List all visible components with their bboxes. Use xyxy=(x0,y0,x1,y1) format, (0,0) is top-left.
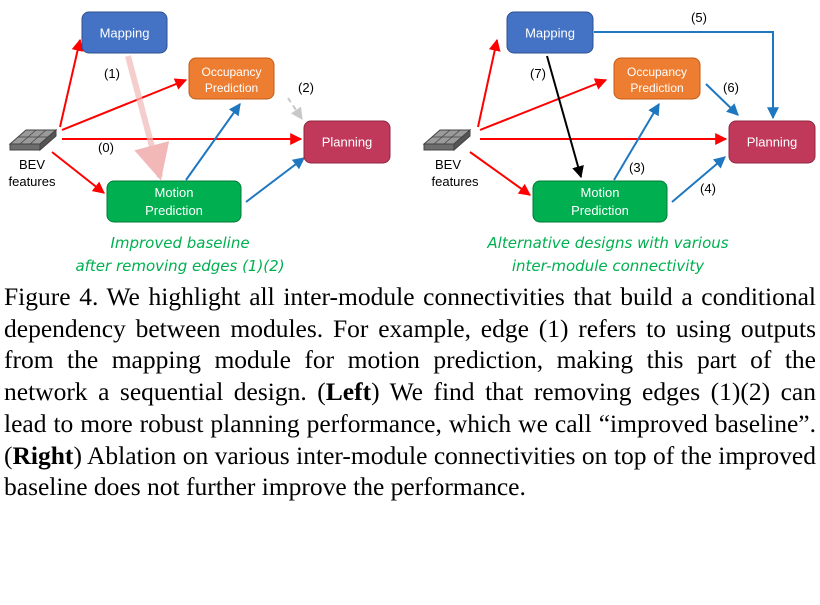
caption-right-tag: Right xyxy=(12,440,74,470)
caption-text-part1: Figure 4. We highlight all inter-module … xyxy=(4,282,816,407)
edge-2-removed xyxy=(287,97,303,120)
mapping-box: Mapping xyxy=(81,11,168,54)
edge-label-0: (0) xyxy=(98,140,114,155)
bev-label-line2: features xyxy=(9,174,56,189)
planning-label: Planning xyxy=(747,135,798,150)
occupancy-label-line1: Occupancy xyxy=(201,65,261,79)
edge-1-removed xyxy=(125,55,170,181)
bev-label-line1: BEV xyxy=(435,157,461,172)
mapping-label: Mapping xyxy=(525,26,575,41)
edge-bev-motion xyxy=(469,151,531,196)
planning-box: Planning xyxy=(303,120,391,164)
right-caption-line1: Alternative designs with various xyxy=(486,234,728,252)
edge-label-2: (2) xyxy=(298,80,314,95)
edge-5 xyxy=(594,31,779,120)
planning-label: Planning xyxy=(322,135,373,150)
edge-3 xyxy=(613,102,660,181)
edge-label-7: (7) xyxy=(530,66,546,81)
caption-text-part3: ) Ablation on various inter-module conne… xyxy=(4,440,816,502)
left-diagram: BEV features (1) (2) (0) Mapping Occupan… xyxy=(8,11,391,275)
edge-bev-occupancy xyxy=(479,78,608,131)
edge-6 xyxy=(705,83,739,116)
edge-motion-occupancy xyxy=(185,103,241,181)
motion-label-line2: Prediction xyxy=(145,203,203,218)
bev-grid-icon xyxy=(8,128,58,152)
edge-bev-mapping xyxy=(59,38,84,128)
occupancy-box: Occupancy Prediction xyxy=(188,57,275,100)
motion-label-line1: Motion xyxy=(154,185,193,200)
occupancy-box: Occupancy Prediction xyxy=(613,57,701,100)
caption-left-tag: Left xyxy=(325,377,372,407)
figure-caption: Figure 4. We highlight all inter-module … xyxy=(4,281,816,503)
motion-box: Motion Prediction xyxy=(106,180,242,223)
caption-text-part2: ) We find that removing edges (1)(2) can… xyxy=(4,377,816,470)
left-caption-line2: after removing edges (1)(2) xyxy=(75,257,284,275)
occupancy-label-line2: Prediction xyxy=(205,81,258,95)
right-diagram: BEV features (5) (7) (6) (3) (4) Mapping… xyxy=(422,10,816,275)
bev-grid-icon xyxy=(422,128,472,152)
motion-label-line1: Motion xyxy=(580,185,619,200)
bev-label-line2: features xyxy=(432,174,479,189)
occupancy-label-line1: Occupancy xyxy=(627,65,687,79)
edge-7 xyxy=(546,55,584,179)
bev-label-line1: BEV xyxy=(19,157,45,172)
architecture-diagram: BEV features (1) (2) (0) Mapping Occupan… xyxy=(8,10,816,275)
edge-label-1: (1) xyxy=(104,66,120,81)
edge-4 xyxy=(671,156,726,203)
left-caption-line1: Improved baseline xyxy=(110,234,249,252)
edge-bev-motion xyxy=(51,151,105,194)
edge-label-6: (6) xyxy=(723,80,739,95)
edge-bev-occupancy xyxy=(61,78,188,131)
mapping-label: Mapping xyxy=(100,26,150,41)
edge-motion-planning xyxy=(245,157,305,203)
motion-box: Motion Prediction xyxy=(532,180,668,223)
occupancy-label-line2: Prediction xyxy=(630,81,683,95)
edge-label-4: (4) xyxy=(700,181,716,196)
motion-label-line2: Prediction xyxy=(571,203,629,218)
edge-label-3: (3) xyxy=(629,160,645,175)
mapping-box: Mapping xyxy=(506,11,594,54)
edge-label-5: (5) xyxy=(691,10,707,25)
planning-box: Planning xyxy=(728,120,816,164)
right-caption-line2: inter-module connectivity xyxy=(512,257,705,275)
edge-bev-mapping xyxy=(477,38,501,128)
